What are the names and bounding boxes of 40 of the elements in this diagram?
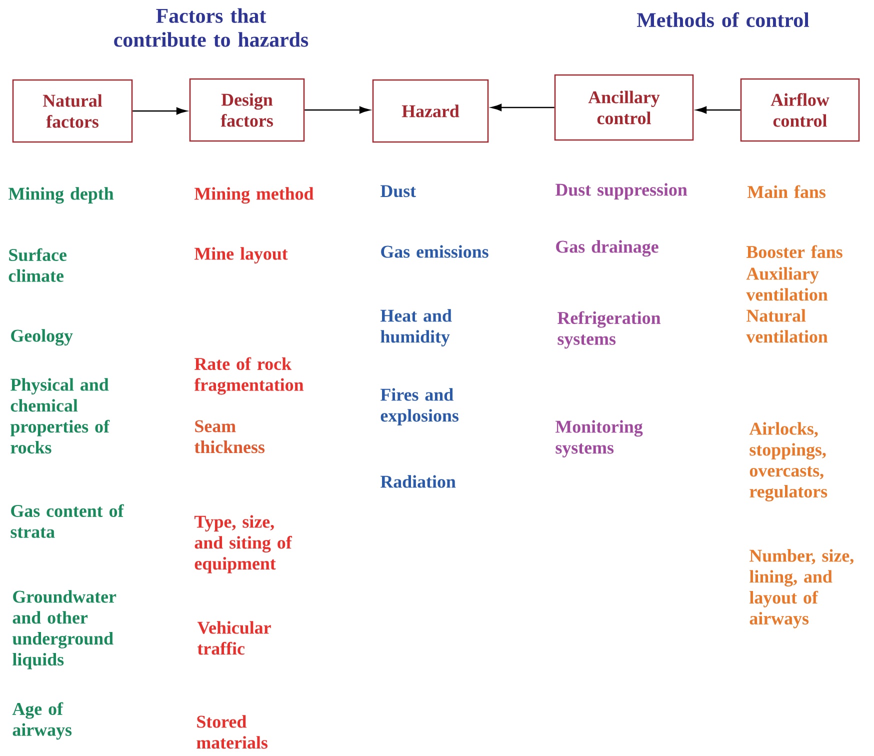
list-item: Auxiliary ventilation bbox=[746, 267, 828, 301]
arrow bbox=[491, 104, 554, 112]
list-item: Seam thickness bbox=[194, 420, 265, 454]
list-item: Dust suppression bbox=[556, 183, 688, 200]
list-item: Number, size, lining, and layout of airways bbox=[750, 549, 854, 628]
process-box: Airflow control bbox=[740, 78, 860, 142]
list-item: Geology bbox=[11, 329, 73, 346]
arrow bbox=[304, 106, 370, 114]
list-item: Gas drainage bbox=[556, 240, 658, 257]
list-item: Vehicular traffic bbox=[197, 621, 271, 655]
list-item: Mine layout bbox=[194, 247, 288, 264]
list-item: Gas content of strata bbox=[10, 504, 124, 538]
list-item: Type, size, and siting of equipment bbox=[194, 515, 292, 574]
process-box: Hazard bbox=[372, 79, 489, 143]
list-item: Fires and explosions bbox=[380, 388, 458, 426]
heading: Factors that contribute to hazards bbox=[114, 8, 308, 47]
process-box: Ancillary control bbox=[554, 74, 694, 141]
list-item: Gas emissions bbox=[381, 245, 488, 258]
list-item: Rate of rock fragmentation bbox=[194, 357, 304, 395]
list-item: Stored materials bbox=[196, 715, 268, 749]
list-item: Radiation bbox=[380, 475, 456, 488]
list-item: Monitoring systems bbox=[556, 420, 643, 458]
list-item: Main fans bbox=[748, 185, 826, 198]
list-item: Heat and humidity bbox=[380, 309, 452, 346]
process-box: Design factors bbox=[189, 78, 305, 142]
list-item: Surface climate bbox=[8, 248, 66, 282]
list-item: Groundwater and other underground liquids bbox=[12, 590, 116, 670]
list-item: Airlocks, stoppings, overcasts, regulators bbox=[749, 422, 828, 502]
list-item: Mining depth bbox=[8, 187, 114, 204]
list-item: Physical and chemical properties of rocks bbox=[10, 378, 110, 454]
heading: Methods of control bbox=[636, 12, 810, 28]
list-item: Refrigeration systems bbox=[558, 311, 661, 349]
arrow bbox=[696, 106, 740, 114]
list-item: Booster fans bbox=[746, 245, 842, 258]
arrow bbox=[132, 107, 187, 115]
list-item: Mining method bbox=[194, 187, 314, 204]
process-box: Natural factors bbox=[12, 79, 133, 143]
list-item: Natural ventilation bbox=[746, 309, 828, 343]
list-item: Age of airways bbox=[12, 702, 72, 740]
list-item: Dust bbox=[380, 185, 416, 198]
